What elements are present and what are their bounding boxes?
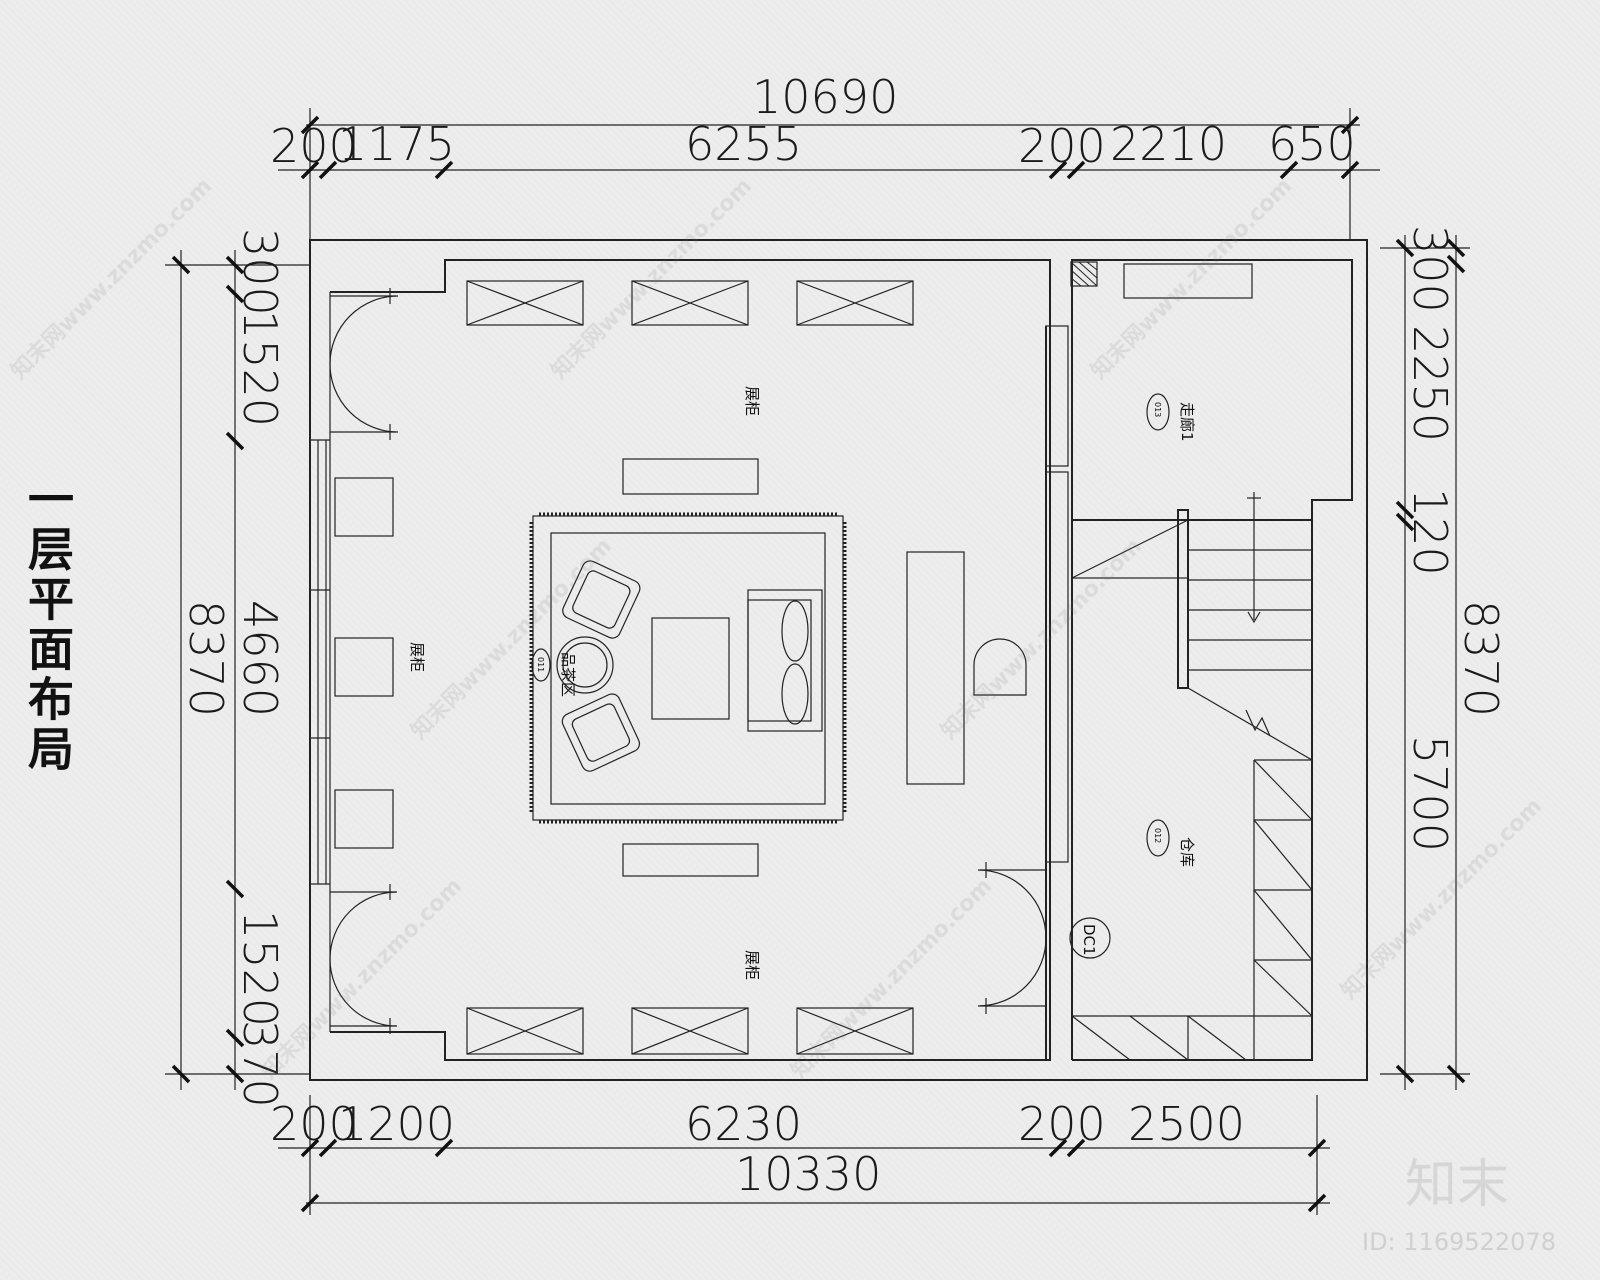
bottom-dimension-1200: 1200 [338, 1097, 455, 1151]
right-dimension-5700: 5700 [1403, 735, 1457, 852]
top-dimension-1175: 1175 [338, 117, 455, 171]
bottom-dimension-2500: 2500 [1128, 1097, 1245, 1151]
right-dimension-2250: 2250 [1403, 325, 1457, 442]
corridor-label: 走廊1 [1178, 402, 1196, 442]
left-lower-door [329, 884, 398, 1034]
left-dimension-370: 370 [233, 1020, 287, 1108]
left-dimension-1520a: 1520 [233, 310, 287, 427]
right-dimension-chain: 8370 300 2250 120 5700 [1380, 225, 1508, 1090]
staircase [1071, 509, 1313, 1061]
bottom-display-cabinets [466, 1007, 914, 1055]
top-dimension-6255: 6255 [685, 117, 802, 171]
watermark-text: 知末网www.znzmo.com [786, 873, 997, 1084]
top-dimension-650: 650 [1268, 117, 1356, 171]
left-window-panels [310, 439, 330, 885]
top-dimension-chain: 10690 200 1175 6255 200 2210 650 [270, 70, 1380, 240]
top-dimension-2210: 2210 [1110, 117, 1227, 171]
right-dimension-120: 120 [1403, 488, 1457, 576]
top-dimension-200a: 200 [270, 119, 358, 173]
left-total-dimension: 8370 [179, 600, 233, 717]
left-dimension-chain: 8370 300 1520 4660 1520 370 [165, 228, 310, 1108]
bottom-dimension-200a: 200 [270, 1097, 358, 1151]
watermark-text: 知末网www.znzmo.com [546, 173, 757, 384]
storage-door-tag: DC1 [1080, 924, 1098, 956]
bottom-dimension-chain: 200 1200 6230 200 2500 10330 [270, 1095, 1330, 1215]
left-dimension-4660: 4660 [233, 600, 287, 717]
watermark-text: 知末网www.znzmo.com [406, 533, 617, 744]
room-labels: 展柜 展柜 展柜 品茶区 011 走廊1 013 仓库 012 DC1 [408, 386, 1196, 980]
tea-area-tag: 011 [536, 657, 545, 672]
storage-door [977, 862, 1047, 1014]
display-bottom-label: 展柜 [743, 950, 761, 980]
watermark-text: 知末网www.znzmo.com [6, 173, 217, 384]
hall-benches [622, 458, 1027, 877]
tea-area-label: 品茶区 [559, 652, 577, 697]
brand-logo-text: 知末 [1405, 1155, 1509, 1215]
top-display-cabinets [466, 280, 914, 326]
left-display-plinths [334, 477, 394, 849]
display-top-label: 展柜 [743, 386, 761, 416]
top-total-dimension: 10690 [752, 70, 898, 124]
building-walls [309, 239, 1368, 1081]
bottom-total-dimension: 10330 [735, 1147, 881, 1201]
left-upper-door [329, 288, 399, 440]
image-id-text: ID: 1169522078 [1362, 1228, 1556, 1256]
watermark-text: 知末网www.znzmo.com [1086, 173, 1297, 384]
drawing-title: 一层平面布局 [21, 475, 75, 775]
tea-area-set [529, 512, 847, 824]
right-total-dimension: 8370 [1454, 600, 1508, 717]
display-left-label: 展柜 [408, 642, 426, 672]
left-dimension-300: 300 [233, 228, 287, 316]
corridor-room-details [1070, 261, 1261, 624]
storage-label: 仓库 [1178, 837, 1196, 867]
corridor-tag: 013 [1153, 402, 1162, 417]
right-dimension-300: 300 [1403, 225, 1457, 313]
storage-tag: 012 [1153, 828, 1162, 843]
bottom-dimension-200b: 200 [1018, 1097, 1106, 1151]
left-dimension-1520b: 1520 [233, 910, 287, 1027]
top-dimension-200b: 200 [1018, 119, 1106, 173]
bottom-dimension-6230: 6230 [685, 1097, 802, 1151]
watermark-text: 知末网www.znzmo.com [936, 533, 1147, 744]
